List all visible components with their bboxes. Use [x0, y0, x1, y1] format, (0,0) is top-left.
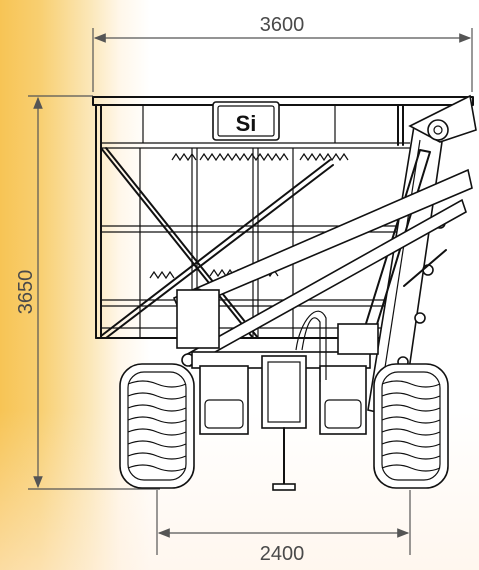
- logo-text: Si: [236, 111, 257, 136]
- overall-width-label: 3600: [260, 14, 305, 36]
- brand-logo: Si: [212, 101, 280, 141]
- hydraulic-cylinders: [172, 168, 473, 368]
- chassis: [176, 289, 379, 491]
- dimension-left: 3650: [15, 95, 160, 490]
- overall-height-label: 3650: [15, 270, 37, 315]
- hopper-body: [92, 96, 474, 339]
- track-width-label: 2400: [260, 543, 305, 565]
- dimension-bottom: 2400: [156, 490, 411, 565]
- wheel-right: [373, 363, 449, 489]
- dimension-top: 3600: [92, 14, 473, 92]
- wheel-left: [119, 363, 195, 489]
